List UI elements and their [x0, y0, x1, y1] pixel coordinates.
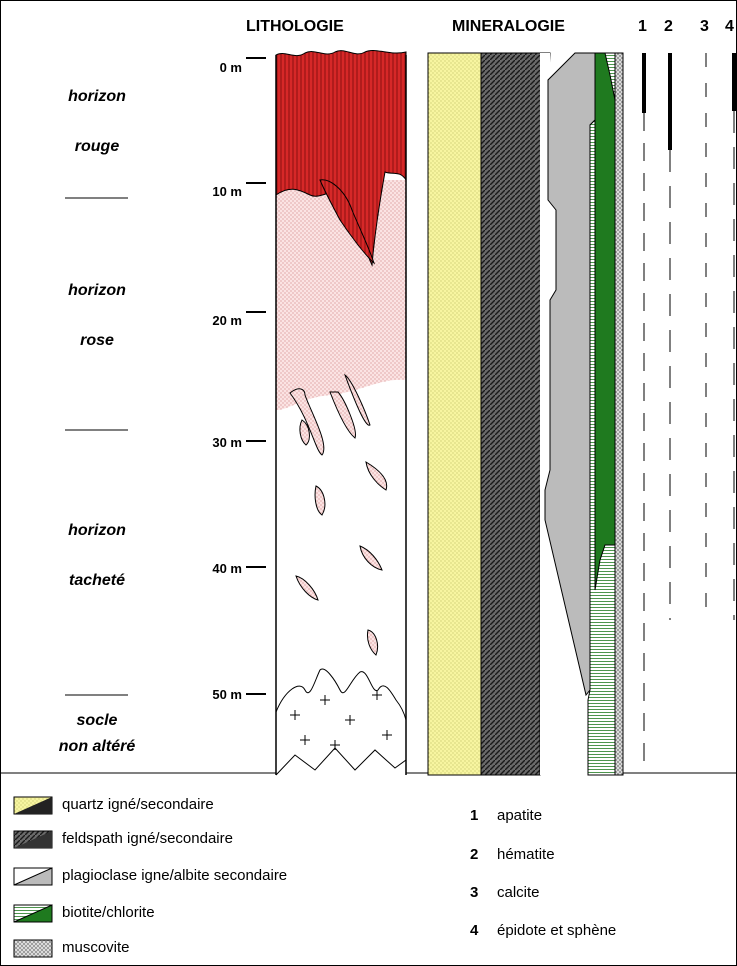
header-column-3: 3: [700, 18, 709, 35]
horizon-separators: [65, 197, 128, 696]
legend-number-2: 2: [470, 846, 479, 863]
legend-swatch-biotite: [13, 904, 53, 923]
depth-label-0: 0 m: [219, 60, 242, 75]
legend-swatches: [13, 796, 53, 958]
header-column-2: 2: [664, 18, 673, 35]
depth-label-50: 50 m: [212, 687, 242, 702]
legend-number-4: 4: [470, 922, 479, 939]
depth-ticks: [246, 57, 266, 695]
horizon-rose-line2: rose: [80, 332, 114, 349]
legend-muscovite-label: muscovite: [62, 939, 130, 956]
legend-plagioclase-label: plagioclase igne/albite secondaire: [62, 867, 288, 884]
feldspath-band: [480, 52, 551, 776]
legend-number-1: 1: [470, 807, 479, 824]
horizon-tachete-line1: horizon: [68, 522, 126, 539]
legend-hematite-label: hématite: [497, 846, 555, 863]
legend-swatch-quartz: [13, 796, 53, 815]
biotite-chlorite-band: [594, 52, 616, 591]
muscovite-band: [614, 52, 624, 776]
header-lithologie: LITHOLOGIE: [246, 18, 344, 35]
socle-line1: socle: [76, 712, 118, 729]
depth-label-20: 20 m: [212, 313, 242, 328]
legend-feldspath-label: feldspath igné/secondaire: [62, 830, 233, 847]
legend-swatch-muscovite: [13, 939, 53, 958]
horizon-rouge-line2: rouge: [74, 138, 120, 155]
legend-swatch-feldspath: [13, 830, 53, 849]
legend-biotite-label: biotite/chlorite: [62, 904, 155, 921]
depth-label-40: 40 m: [212, 561, 242, 576]
horizon-rouge-line1: horizon: [68, 88, 126, 105]
quartz-band: [427, 52, 482, 776]
header-mineralogie: MINERALOGIE: [452, 18, 565, 35]
horizon-rose-line1: horizon: [68, 282, 126, 299]
header-column-4: 4: [725, 18, 734, 35]
lithology-column: [275, 49, 407, 776]
horizon-tachete-line2: tacheté: [68, 572, 126, 589]
depth-label-10: 10 m: [212, 184, 242, 199]
socle-line2: non altéré: [58, 738, 136, 755]
legend-number-3: 3: [470, 884, 479, 901]
legend-apatite-label: apatite: [497, 807, 543, 824]
legend-quartz-label: quartz igné/secondaire: [62, 796, 214, 813]
accessory-columns: [642, 53, 736, 765]
header-column-1: 1: [638, 18, 647, 35]
depth-label-30: 30 m: [212, 435, 242, 450]
legend-calcite-label: calcite: [497, 884, 540, 901]
legend-epidote-label: épidote et sphène: [497, 922, 617, 939]
mineralogy-column: [427, 52, 624, 776]
legend-swatch-plagioclase: [13, 867, 53, 886]
